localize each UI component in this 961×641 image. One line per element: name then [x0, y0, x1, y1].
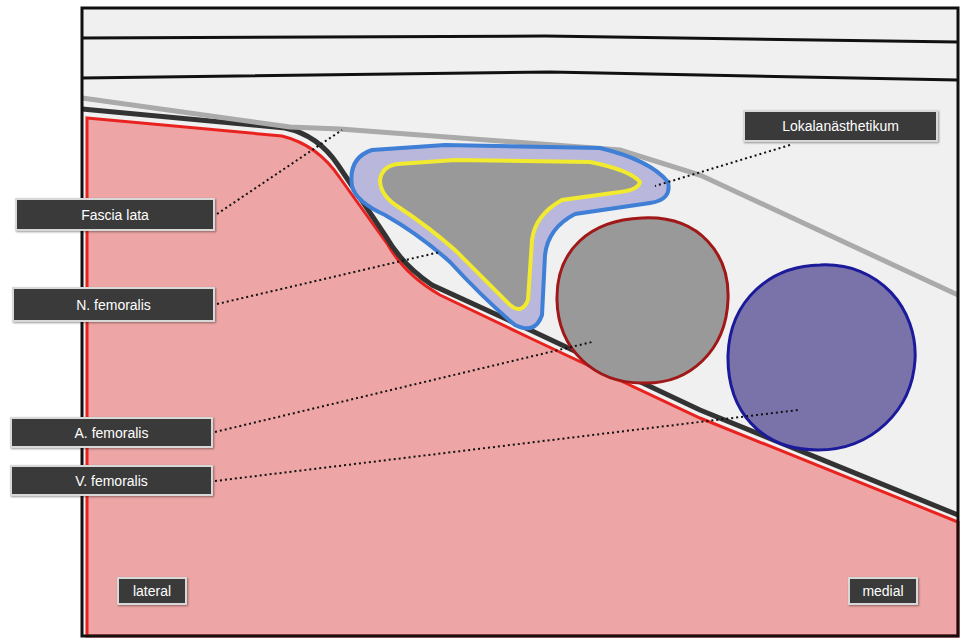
leader-line: [217, 130, 342, 214]
callout-label: A. femoralis: [10, 417, 213, 448]
direction-label: medial: [848, 577, 918, 605]
skin-layer-line: [82, 36, 958, 42]
label-text: medial: [862, 583, 903, 599]
leader-line: [215, 410, 798, 481]
label-text: Lokalanästhetikum: [782, 118, 899, 134]
label-text: N. femoralis: [76, 297, 151, 313]
callout-label: N. femoralis: [12, 287, 215, 322]
leader-line: [217, 252, 440, 304]
leader-line: [215, 342, 592, 432]
muscle: [87, 118, 958, 636]
leader-line: [655, 145, 790, 186]
skin-ground: [82, 8, 958, 636]
label-text: Fascia lata: [81, 207, 149, 223]
femoral-artery: [557, 218, 728, 383]
label-text: lateral: [133, 583, 171, 599]
callout-label: Fascia lata: [15, 198, 215, 231]
direction-label: lateral: [117, 577, 187, 605]
callout-label: Lokalanästhetikum: [743, 110, 938, 142]
label-text: V. femoralis: [75, 473, 148, 489]
skin-layer-line: [82, 72, 958, 80]
femoral-vein: [728, 265, 915, 450]
frame: [82, 8, 958, 636]
callout-label: V. femoralis: [10, 465, 213, 496]
label-text: A. femoralis: [75, 425, 149, 441]
